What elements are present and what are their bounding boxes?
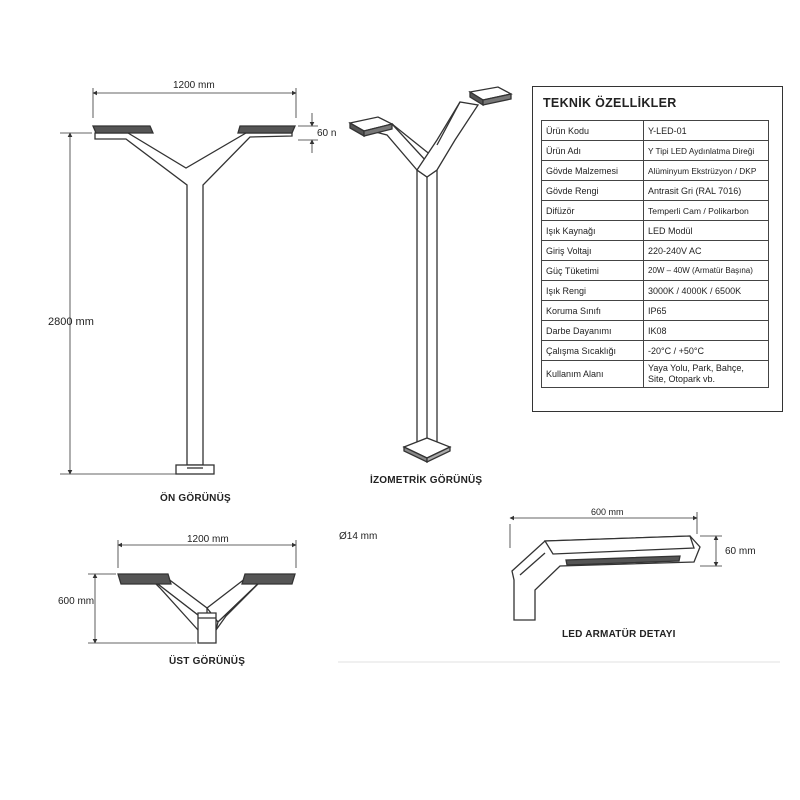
front-pole-outline [94, 132, 293, 466]
detail-lamp-face [543, 535, 695, 555]
detail-width-dimension: 600 mm [591, 507, 624, 517]
spec-title: TEKNİK ÖZELLİKLER [543, 96, 677, 110]
front-left-lamp [92, 125, 154, 134]
spec-key: Darbe Dayanımı [541, 320, 644, 341]
top-depth-dimension: 600 mm [58, 596, 95, 607]
spec-key: Gövde Rengi [541, 180, 644, 201]
spec-value: IP65 [643, 300, 769, 321]
detail-dimensions [509, 512, 722, 567]
spec-key: Güç Tüketimi [541, 260, 644, 281]
top-view-drawing [117, 573, 296, 644]
spec-value: IK08 [643, 320, 769, 341]
spec-key: Işık Rengi [541, 280, 644, 301]
spec-value: Y Tipi LED Aydınlatma Direği [643, 140, 769, 161]
spec-value: Temperli Cam / Polikarbon [643, 200, 769, 221]
table-row: Çalışma Sıcaklığı-20°C / +50°C [541, 340, 769, 361]
spec-key: Işık Kaynağı [541, 220, 644, 241]
front-view-drawing [92, 125, 296, 475]
detail-caption: LED ARMATÜR DETAYI [562, 629, 676, 640]
pipe-diameter-label: Ø14 mm [339, 531, 378, 542]
front-head-dimension: 60 n [317, 128, 337, 139]
spec-key: Kullanım Alanı [541, 360, 644, 388]
iso-view-drawing [348, 86, 513, 464]
front-height-dimension: 2800 mm [48, 316, 94, 328]
spec-key: Ürün Kodu [541, 120, 644, 141]
spec-value: -20°C / +50°C [643, 340, 769, 361]
spec-value: Antrasit Gri (RAL 7016) [643, 180, 769, 201]
front-width-dimension: 1200 mm [173, 80, 215, 91]
spec-value: 20W – 40W (Armatür Başına) [643, 260, 769, 281]
detail-height-dimension: 60 mm [725, 546, 756, 557]
spec-value: Y-LED-01 [643, 120, 769, 141]
detail-drawing [511, 535, 701, 621]
top-pole-section [197, 612, 217, 644]
top-dimensions [88, 540, 297, 644]
spec-value: LED Modül [643, 220, 769, 241]
front-right-lamp [237, 125, 296, 134]
front-view-caption: ÖN GÖRÜNÜŞ [160, 493, 231, 504]
top-left-lamp [117, 573, 172, 585]
spec-key: Giriş Voltajı [541, 240, 644, 261]
spec-key: Gövde Malzemesi [541, 160, 644, 181]
iso-view-caption: İZOMETRİK GÖRÜNÜŞ [370, 475, 483, 486]
spec-value: Alüminyum Ekstrüzyon / DKP [643, 160, 769, 181]
detail-led-strip [565, 555, 681, 566]
top-right-lamp [241, 573, 296, 585]
spec-value: Yaya Yolu, Park, Bahçe, Site, Otopark vb… [643, 360, 769, 388]
front-dimensions [60, 88, 318, 475]
iso-right-arm [416, 101, 480, 178]
spec-key: Difüzör [541, 200, 644, 221]
spec-value: 3000K / 4000K / 6500K [643, 280, 769, 301]
spec-key: Ürün Adı [541, 140, 644, 161]
front-base-plate [175, 464, 215, 475]
spec-key: Koruma Sınıfı [541, 300, 644, 321]
top-view-caption: ÜST GÖRÜNÜŞ [169, 656, 246, 667]
spec-value: 220-240V AC [643, 240, 769, 261]
spec-key: Çalışma Sıcaklığı [541, 340, 644, 361]
top-width-dimension: 1200 mm [187, 534, 229, 545]
